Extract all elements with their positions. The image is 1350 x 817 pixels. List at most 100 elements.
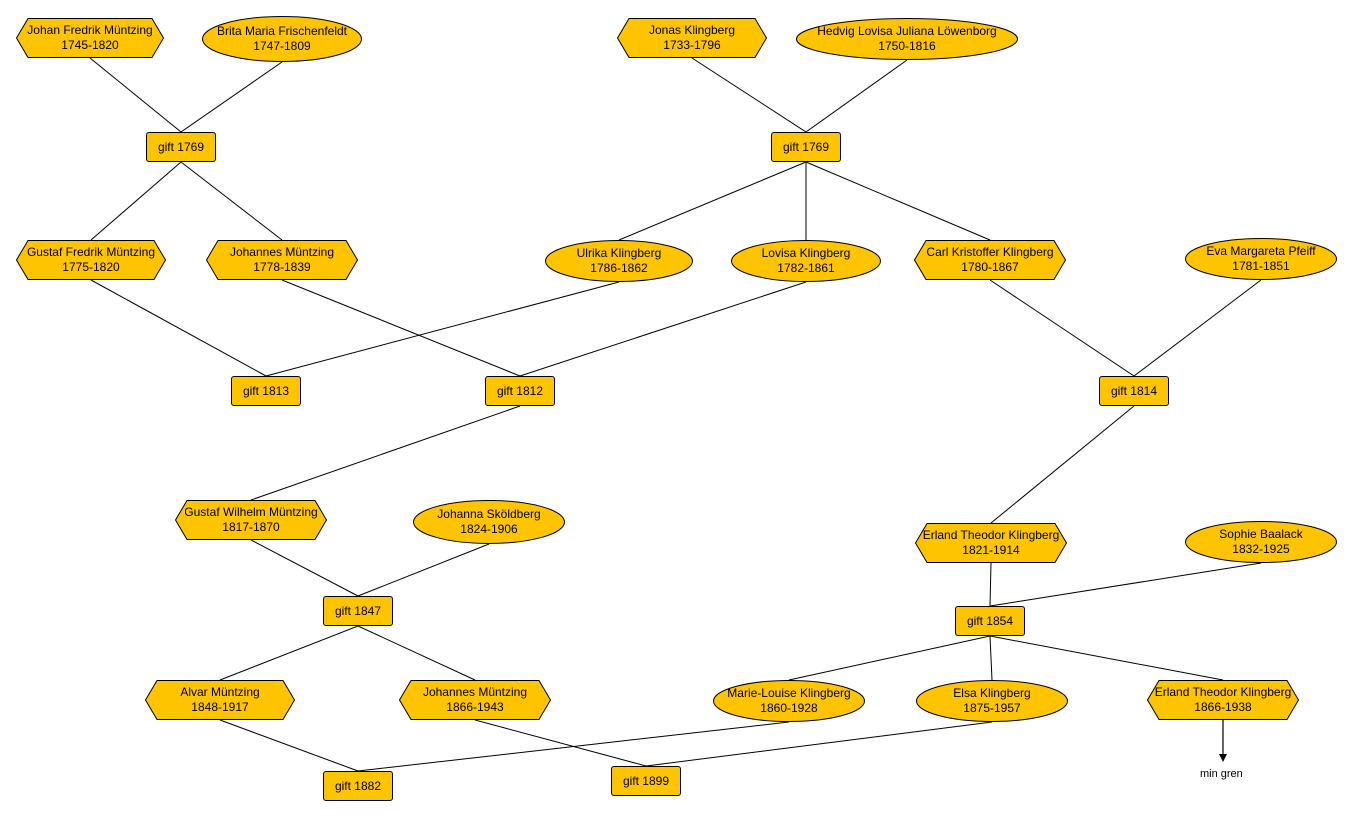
person-years: 1817-1870 (222, 520, 280, 534)
marriage-label: gift 1813 (242, 383, 290, 398)
connector-line (989, 562, 1262, 607)
connector-line (989, 279, 1135, 377)
connector-line (474, 719, 647, 767)
person-years: 1733-1796 (663, 38, 721, 52)
connector-line (645, 721, 993, 767)
marriage-node-1812[interactable]: gift 1812 (485, 376, 555, 406)
marriage-node-1813[interactable]: gift 1813 (231, 376, 301, 406)
connector-line (989, 635, 993, 681)
connector-line (219, 719, 359, 772)
marriage-node-1769-klingberg[interactable]: gift 1769 (771, 132, 841, 162)
person-years: 1782-1861 (777, 261, 835, 275)
hexagon-shape (206, 240, 358, 280)
ellipse-shape (1185, 521, 1337, 563)
marriage-node-1854[interactable]: gift 1854 (955, 606, 1025, 636)
connector-line (180, 61, 283, 133)
connector-line (519, 281, 807, 377)
person-name: Johanna Sköldberg (437, 507, 541, 521)
hexagon-shape (16, 240, 166, 280)
person-years: 1821-1914 (962, 543, 1020, 557)
connector-line (805, 161, 991, 241)
connector-line (250, 539, 359, 597)
ellipse-shape (413, 500, 565, 544)
person-name: Sophie Baalack (1219, 527, 1303, 541)
person-years: 1832-1925 (1232, 542, 1290, 556)
person-years: 1875-1957 (963, 701, 1021, 715)
ellipse-shape (796, 18, 1018, 60)
marriage-node-1769-muntzing[interactable]: gift 1769 (146, 132, 216, 162)
ellipse-shape (731, 240, 881, 282)
connector-line (219, 625, 359, 681)
person-years: 1860-1928 (760, 701, 818, 715)
marriage-label: gift 1814 (1110, 383, 1158, 398)
marriage-node-1882[interactable]: gift 1882 (323, 771, 393, 801)
person-name: Jonas Klingberg (648, 23, 736, 37)
connector-line (691, 57, 807, 133)
marriage-label: gift 1812 (496, 383, 544, 398)
hexagon-shape (16, 18, 164, 58)
person-name: Brita Maria Frischenfeldt (216, 24, 348, 38)
person-name: Hedvig Lovisa Juliana Löwenborg (817, 24, 997, 38)
ellipse-shape (1185, 238, 1337, 280)
person-years: 1848-1917 (191, 700, 249, 714)
person-name: Erland Theodor Klingberg (922, 528, 1060, 542)
person-name: Johan Fredrik Müntzing (27, 23, 153, 37)
person-name: Alvar Müntzing (180, 685, 260, 699)
marriage-label: gift 1854 (966, 613, 1014, 628)
hexagon-shape (1147, 680, 1299, 720)
connector-line (989, 635, 1224, 681)
person-name: Carl Kristoffer Klingberg (926, 245, 1054, 259)
connector-line (357, 625, 476, 681)
person-name: Ulrika Klingberg (576, 246, 662, 260)
person-name: Marie-Louise Klingberg (727, 686, 851, 700)
connector-line (90, 161, 182, 241)
person-years: 1866-1943 (446, 700, 504, 714)
person-years: 1778-1839 (253, 260, 311, 274)
ellipse-shape (545, 240, 693, 282)
hexagon-shape (175, 500, 327, 540)
person-years: 1747-1809 (253, 39, 311, 53)
connector-line (989, 562, 992, 607)
connector-line (805, 59, 908, 133)
connector-line (89, 57, 182, 133)
connector-line (990, 405, 1135, 524)
marriage-label: gift 1769 (782, 139, 830, 154)
person-name: Johannes Müntzing (422, 685, 528, 699)
hexagon-shape (914, 240, 1066, 280)
connector-line (357, 543, 490, 597)
person-name: Gustaf Fredrik Müntzing (26, 245, 156, 259)
connector-line (265, 281, 620, 377)
person-years: 1786-1862 (590, 261, 648, 275)
marriage-node-1847[interactable]: gift 1847 (323, 596, 393, 626)
person-years: 1750-1816 (878, 39, 936, 53)
marriage-node-1899[interactable]: gift 1899 (611, 766, 681, 796)
branch-note-label: min gren (1200, 768, 1243, 780)
person-name: Johannes Müntzing (229, 245, 335, 259)
person-years: 1775-1820 (62, 260, 120, 274)
connector-line (1133, 279, 1262, 377)
hexagon-shape (915, 523, 1067, 563)
ellipse-shape (713, 680, 865, 722)
person-name: Eva Margareta Pfeiff (1206, 244, 1316, 258)
marriage-node-1814[interactable]: gift 1814 (1099, 376, 1169, 406)
